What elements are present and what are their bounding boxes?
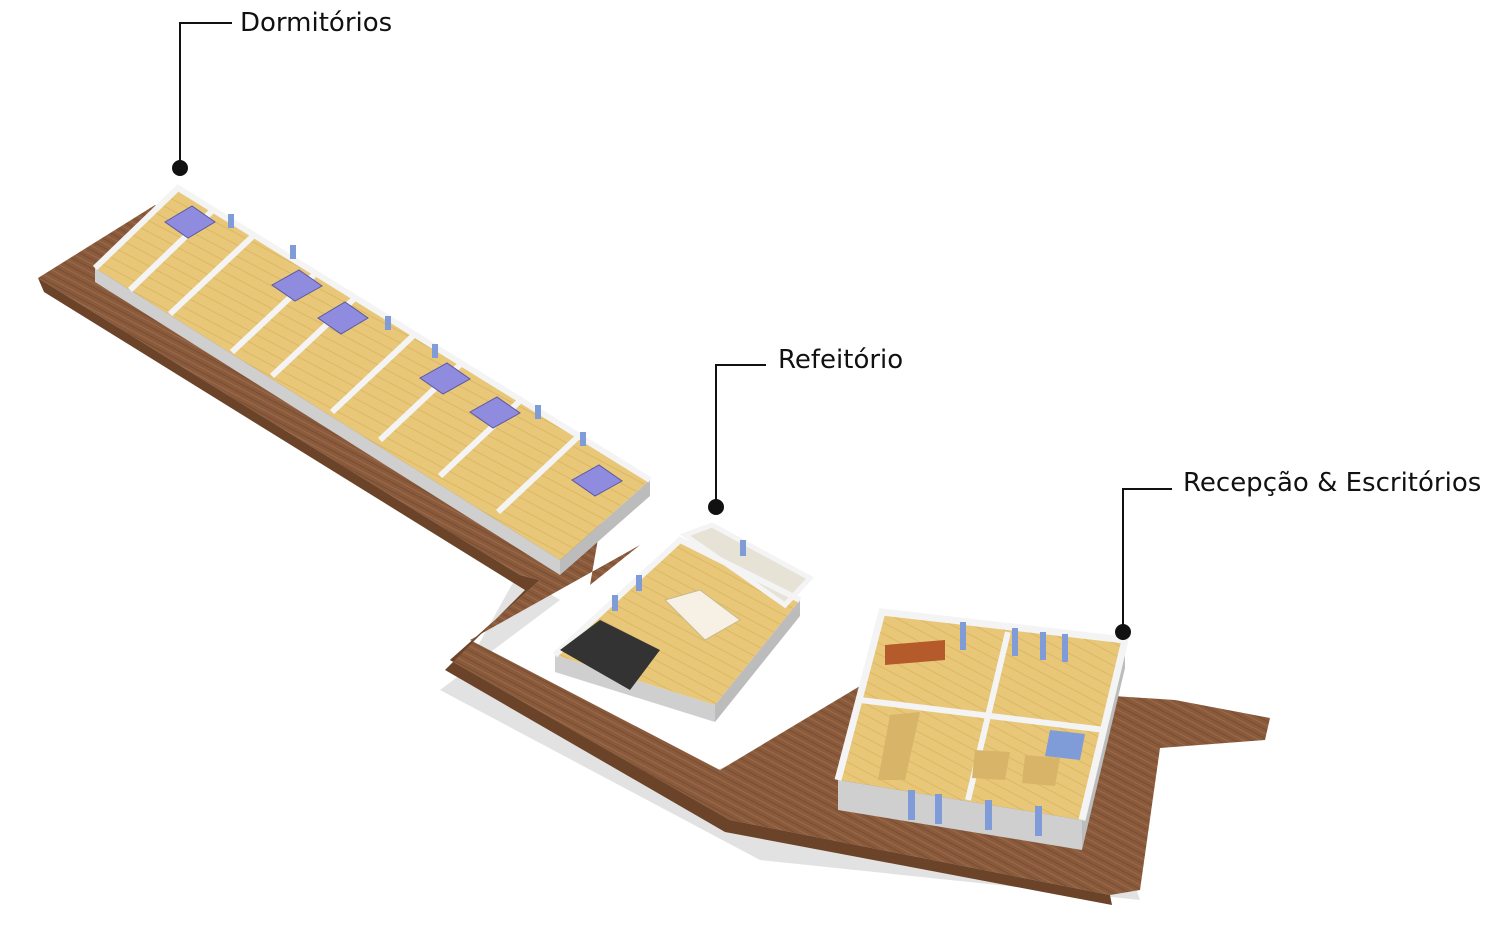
callout-leader-lines xyxy=(179,22,1172,630)
callout-dot-dormitorios xyxy=(172,160,188,176)
reception-office-building xyxy=(834,608,1130,850)
leader-line-dormitorios xyxy=(179,22,232,166)
dormitory-wing xyxy=(92,184,652,575)
callout-label-refeitorio: Refeitório xyxy=(778,345,904,375)
callout-dot-refeitorio xyxy=(708,499,724,515)
refectory-building xyxy=(552,522,815,722)
leader-line-refeitorio xyxy=(715,364,766,505)
bed xyxy=(164,205,623,497)
callout-label-recepcao: Recepção & Escritórios xyxy=(1183,468,1482,498)
callout-label-dormitorios: Dormitórios xyxy=(240,8,393,38)
callout-dot-recepcao xyxy=(1115,624,1131,640)
leader-line-recepcao xyxy=(1122,488,1172,630)
